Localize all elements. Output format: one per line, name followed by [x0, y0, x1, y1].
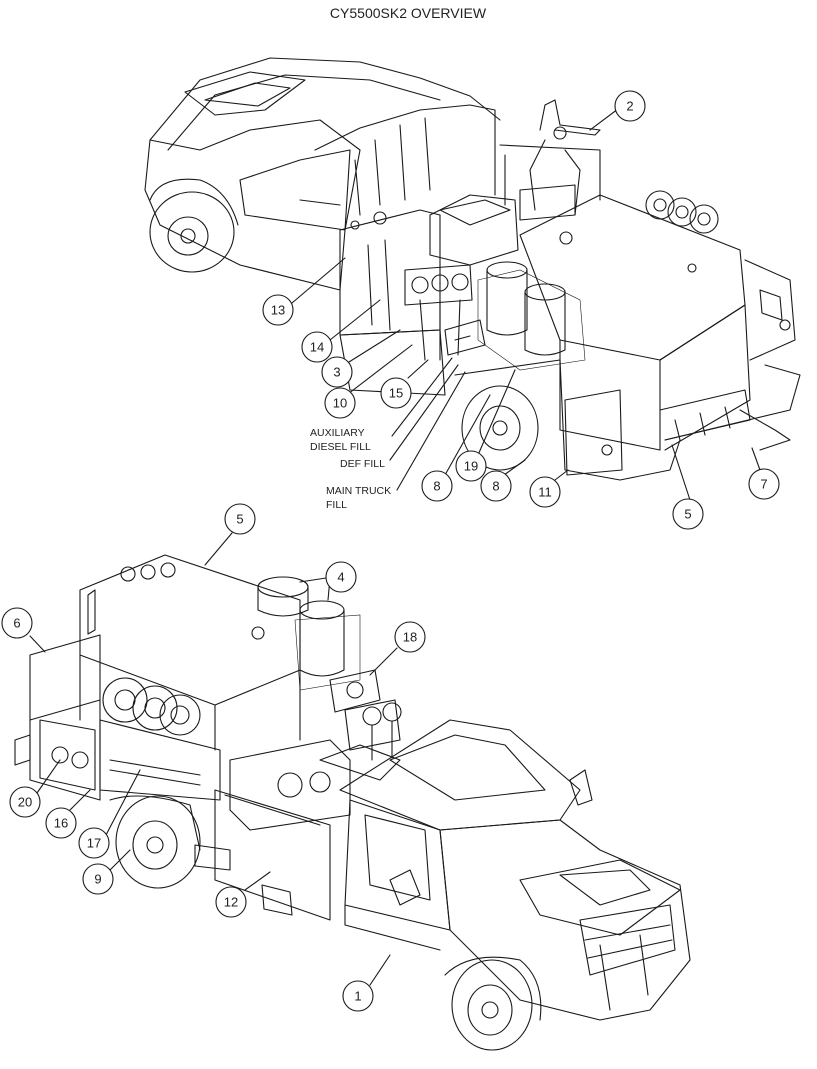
- main-truck-fill-label-line2: FILL: [326, 499, 347, 511]
- bottom-truck-drawing: [14, 554, 691, 1051]
- callout-8-left: 8: [421, 470, 453, 502]
- callout-1: 1: [342, 980, 374, 1012]
- callout-15: 15: [380, 377, 412, 409]
- callout-16: 16: [45, 807, 77, 839]
- callout-5-top: 5: [672, 498, 704, 530]
- callout-2: 2: [614, 90, 646, 122]
- callout-5-bottom: 5: [224, 503, 256, 535]
- callout-18-label: 18: [403, 630, 417, 645]
- callout-11-label: 11: [538, 485, 552, 500]
- auxiliary-diesel-fill-label-line2: DIESEL FILL: [310, 441, 371, 453]
- callout-19-label: 19: [464, 459, 478, 474]
- callout-5-bottom-label: 5: [236, 512, 243, 527]
- callout-20: 20: [9, 786, 41, 818]
- callout-2-label: 2: [626, 99, 633, 114]
- callout-13-label: 13: [271, 303, 285, 318]
- auxiliary-diesel-fill-label-line1: AUXILIARY: [310, 427, 365, 439]
- callout-5-top-label: 5: [684, 507, 691, 522]
- callout-11: 11: [529, 476, 561, 508]
- top-leader-lines: [291, 108, 761, 501]
- callout-9: 9: [82, 863, 114, 895]
- callout-4-label: 4: [337, 570, 344, 585]
- callout-17: 17: [78, 827, 110, 859]
- callout-15-label: 15: [389, 386, 403, 401]
- callout-7-label: 7: [760, 477, 767, 492]
- callout-10-label: 10: [333, 396, 347, 411]
- fill-labels: AUXILIARY DIESEL FILL DEF FILL MAIN TRUC…: [310, 427, 391, 511]
- bottom-leader-lines: [29, 532, 398, 986]
- callout-10: 10: [324, 387, 356, 419]
- callout-9-label: 9: [94, 872, 101, 887]
- main-truck-fill-label-line1: MAIN TRUCK: [326, 485, 391, 497]
- callout-3-label: 3: [333, 365, 340, 380]
- diagram-title: CY5500SK2 OVERVIEW: [330, 5, 487, 21]
- callout-3: 3: [321, 356, 353, 388]
- callout-8-left-label: 8: [433, 479, 440, 494]
- callout-6: 6: [1, 607, 33, 639]
- callout-18: 18: [394, 621, 426, 653]
- callout-16-label: 16: [54, 816, 68, 831]
- callout-19: 19: [455, 450, 487, 482]
- callout-17-label: 17: [87, 836, 101, 851]
- top-truck-drawing: [144, 57, 801, 481]
- callout-12: 12: [215, 886, 247, 918]
- callout-4: 4: [325, 561, 357, 593]
- callout-6-label: 6: [13, 616, 20, 631]
- def-fill-label: DEF FILL: [340, 458, 385, 470]
- callout-20-label: 20: [18, 795, 32, 810]
- callout-8-right: 8: [480, 470, 512, 502]
- callout-14: 14: [301, 331, 333, 363]
- callout-7: 7: [748, 468, 780, 500]
- callout-8-right-label: 8: [492, 479, 499, 494]
- callout-12-label: 12: [224, 895, 238, 910]
- callout-1-label: 1: [354, 989, 361, 1004]
- callout-14-label: 14: [310, 340, 324, 355]
- callout-13: 13: [262, 294, 294, 326]
